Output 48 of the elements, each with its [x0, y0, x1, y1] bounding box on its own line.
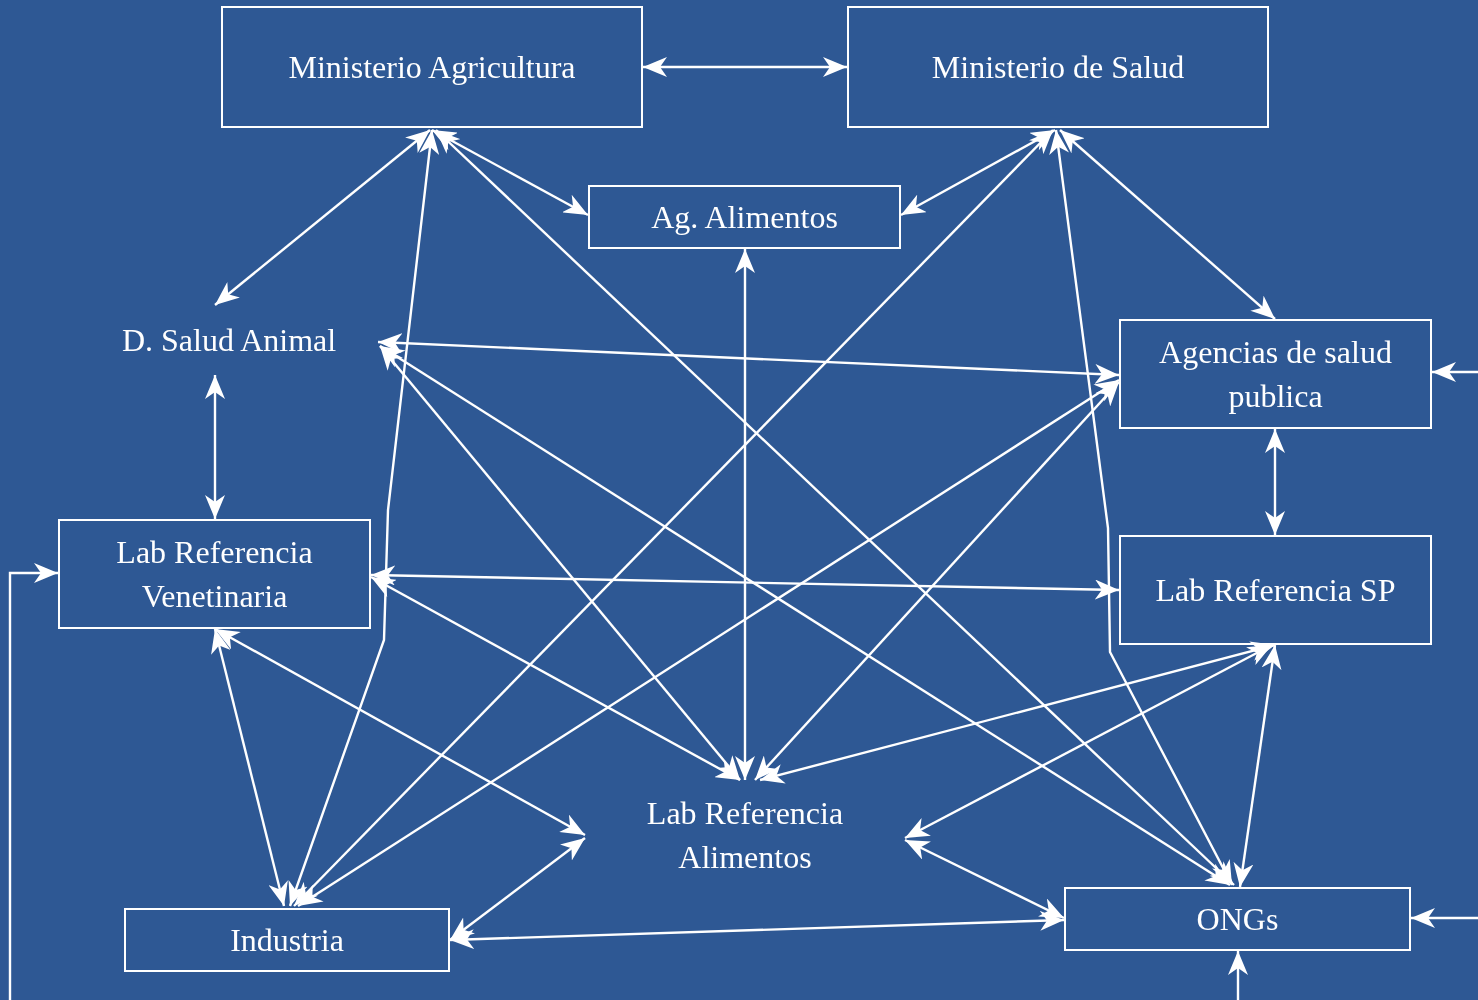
double-arrow: [379, 345, 1231, 886]
double-arrow: [900, 128, 1056, 217]
double-arrow: [735, 249, 755, 780]
double-arrow: [449, 910, 1065, 950]
node-label: Lab Referencia Alimentos: [645, 793, 845, 877]
double-arrow: [297, 379, 1120, 907]
box-label: Ministerio de Salud: [931, 47, 1185, 87]
arrow: [1411, 908, 1478, 928]
process-box: [221, 6, 643, 128]
double-arrow: [1233, 644, 1282, 888]
process-box: [1119, 319, 1432, 429]
arrow: [8, 563, 58, 1000]
double-arrow: [293, 129, 1054, 907]
double-arrow: [288, 129, 440, 907]
double-arrow: [904, 838, 1065, 920]
double-arrow: [449, 837, 586, 941]
process-box: [124, 908, 450, 972]
process-box: [588, 185, 901, 249]
box-label: Agencias de salud publica: [1158, 332, 1393, 416]
double-arrow: [431, 128, 589, 217]
box-label: Industria: [230, 920, 344, 960]
double-arrow: [1049, 129, 1234, 886]
box-label: Lab Referencia Venetinaria: [115, 532, 314, 616]
double-arrow: [377, 333, 1120, 384]
double-arrow: [205, 375, 225, 519]
arrow: [1432, 362, 1478, 382]
double-arrow: [435, 129, 1235, 886]
double-arrow: [214, 129, 431, 306]
double-arrow: [211, 628, 288, 907]
double-arrow: [1265, 429, 1285, 535]
box-label: Ag. Alimentos: [651, 197, 838, 237]
double-arrow: [370, 565, 1120, 600]
process-box: [1064, 887, 1411, 951]
double-arrow: [643, 57, 847, 77]
process-box: [1119, 535, 1432, 645]
double-arrow: [214, 627, 586, 837]
box-label: Ministerio Agricultura: [288, 47, 576, 87]
node-label: D. Salud Animal: [121, 320, 337, 360]
box-label: ONGs: [1196, 899, 1279, 939]
arrow: [1228, 951, 1248, 1000]
double-arrow: [759, 641, 1276, 784]
process-box: [58, 519, 371, 629]
box-label: Lab Referencia SP: [1155, 570, 1396, 610]
double-arrow: [379, 345, 741, 781]
double-arrow: [1059, 129, 1276, 320]
double-arrow: [754, 381, 1120, 781]
process-box: [847, 6, 1269, 128]
double-arrow: [370, 575, 741, 782]
